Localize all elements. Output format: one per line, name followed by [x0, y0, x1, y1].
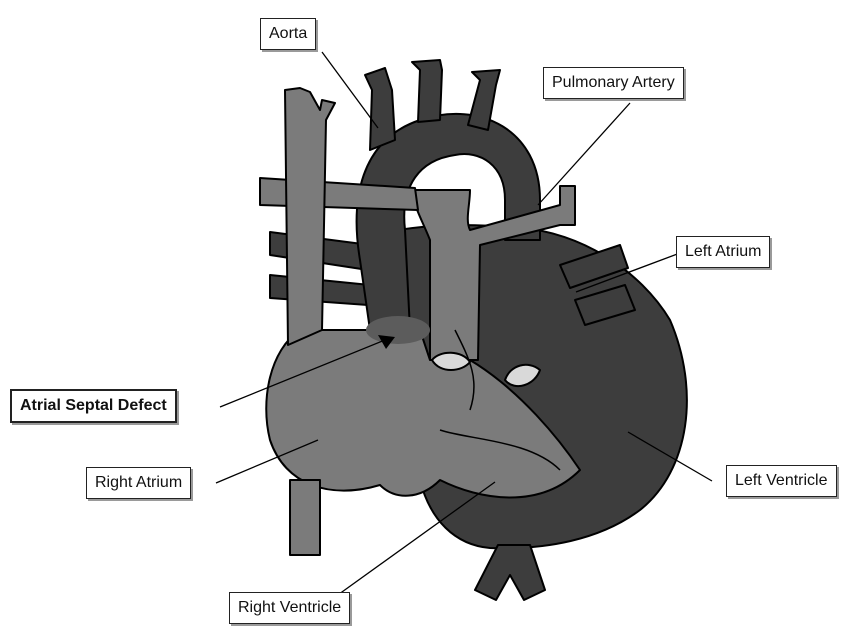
inferior-vena-cava: [290, 480, 320, 555]
aorta-branch-1: [365, 68, 395, 150]
leader-pulmonary-artery: [538, 103, 630, 205]
septal-defect-hole: [366, 316, 430, 344]
aorta-branch-2: [412, 60, 442, 122]
label-left-atrium: Left Atrium: [676, 236, 770, 268]
label-atrial-septal-defect: Atrial Septal Defect: [10, 389, 177, 423]
label-right-ventricle: Right Ventricle: [229, 592, 350, 624]
superior-vena-cava: [285, 88, 335, 345]
label-pulmonary-artery: Pulmonary Artery: [543, 67, 684, 99]
aorta-branch-3: [468, 70, 500, 130]
leader-aorta: [322, 52, 378, 128]
label-right-atrium: Right Atrium: [86, 467, 191, 499]
descending-aorta: [475, 545, 545, 600]
label-left-ventricle: Left Ventricle: [726, 465, 837, 497]
pulmonary-valve: [432, 353, 470, 370]
label-aorta: Aorta: [260, 18, 316, 50]
